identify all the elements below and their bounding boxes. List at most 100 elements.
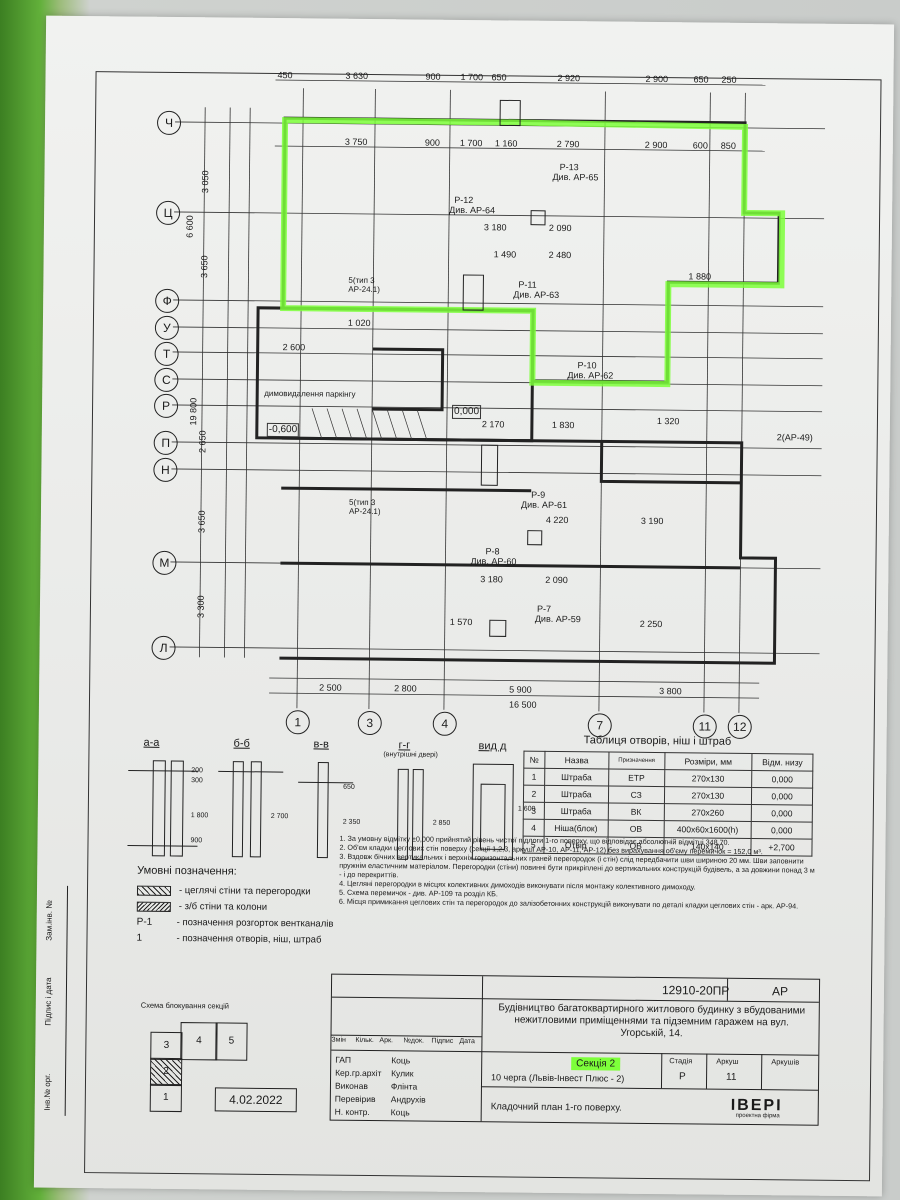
section-a: а-а 200 300 1 800 900 <box>122 736 213 867</box>
axis-bubble-r: Р <box>153 393 179 418</box>
table-cell: Штраба <box>544 768 609 787</box>
dim-left: 3 650 <box>196 510 207 534</box>
legend-row: - цеглячі стіни та перегородки <box>136 885 357 898</box>
section-v-drawing <box>298 761 354 859</box>
table-cell: ВК <box>608 803 665 821</box>
axis-bubble-1: 1 <box>285 710 310 735</box>
callout-p13-ref: Див. АР-65 <box>552 171 599 183</box>
dim: 4 220 <box>545 514 569 526</box>
project-description: Будівництво багатоквартирного житлового … <box>498 1002 806 1040</box>
scheme-box: 3 <box>150 1031 183 1061</box>
axis-bubble-t: Т <box>154 341 179 366</box>
dim-bottom: 5 900 <box>509 684 532 695</box>
sheets-label: Аркушів <box>771 1057 800 1067</box>
dim: 1 800 <box>190 812 209 820</box>
table-cell: 270x260 <box>663 803 752 822</box>
table-cell: Штраба <box>543 802 609 821</box>
dim: 2 350 <box>342 818 361 826</box>
dim: 3 180 <box>480 574 503 585</box>
col-header: Кільк. <box>355 1036 374 1045</box>
legend-row: 1 - позначення отворів, ніш, штраб <box>136 933 356 946</box>
dim-top2: 1 700 <box>459 137 483 149</box>
legend-text: - позначення розгорток вентканалів <box>176 917 334 930</box>
dim: 2 480 <box>548 249 572 261</box>
table-cell: ОВ <box>607 820 664 838</box>
scheme-box: 1 <box>149 1083 182 1113</box>
dim: 650 <box>343 783 355 791</box>
section-b: б-б 2 700 <box>212 737 293 868</box>
section-g: г-г (внутрішні двері) 2 850 <box>372 739 463 870</box>
callout-p8-ref: Див. АР-60 <box>470 556 517 567</box>
level-zero: 0,000 <box>451 404 482 420</box>
dim-top: 2 900 <box>645 73 669 85</box>
callout-p11: Р-11 <box>518 279 537 290</box>
dim: 2 170 <box>481 419 505 430</box>
issue-date: 4.02.2022 <box>214 1087 297 1113</box>
table-cell: СЗ <box>608 786 665 804</box>
brick-wall-symbol <box>136 885 172 896</box>
callout-p12-ref: Див. АР-64 <box>449 204 496 216</box>
dim-left: 19 800 <box>188 397 199 426</box>
section-d-title: вид д <box>478 740 507 753</box>
dim-top: 650 <box>693 74 709 85</box>
dim-left: 3 300 <box>195 595 206 619</box>
axis-bubble-u: У <box>154 315 180 340</box>
callout-p10: Р-10 <box>577 360 597 371</box>
section-number: Секція 2 <box>571 1057 621 1071</box>
role: ГАП <box>335 1054 352 1065</box>
legend-title: Умовні позначення: <box>137 864 237 878</box>
dim-top: 1 700 <box>460 71 484 83</box>
col-header: №док. <box>403 1037 424 1045</box>
dim-top2: 850 <box>720 140 736 151</box>
dim-bottom: 2 500 <box>319 682 342 693</box>
table-cell: ЕТР <box>608 769 665 787</box>
strip-label: Зам.інв. № <box>44 900 54 941</box>
queue: 10 черга (Львів-Інвест Плюс - 2) <box>491 1072 625 1084</box>
callout-p13: Р-13 <box>559 161 579 173</box>
name: Коць <box>391 1055 411 1066</box>
section-b-drawing <box>218 761 284 858</box>
dim-bottom: 3 800 <box>659 686 682 697</box>
table-header: Назва <box>544 751 609 770</box>
callout-p9-ref: Див. АР-61 <box>521 499 568 511</box>
col-header: Дата <box>459 1037 475 1046</box>
openings-table-title: Таблиця отворів, ніш і штраб <box>583 734 732 748</box>
table-cell: 0,000 <box>751 770 813 789</box>
smoke-wall-label: димовидалення паркінгу <box>264 388 356 399</box>
axis-bubble-p: П <box>153 430 178 455</box>
col-header: Арк. <box>379 1037 394 1045</box>
section-b-title: б-б <box>233 737 250 750</box>
callout-p12: Р-12 <box>454 194 474 206</box>
dim-top2: 3 750 <box>344 136 368 147</box>
dim-top2: 2 790 <box>556 138 580 150</box>
name: Кулик <box>391 1068 414 1079</box>
table-cell: 3 <box>523 802 545 820</box>
name: Андрухів <box>390 1094 426 1105</box>
role: Н. контр. <box>334 1106 370 1118</box>
strip-label: Підпис і дата <box>43 977 54 1026</box>
legend-row: Р-1 - позначення розгорток вентканалів <box>137 917 357 930</box>
section-v: в-в 650 2 350 <box>292 738 373 869</box>
axis-bubble-ts: Ц <box>155 200 181 226</box>
dim: 1 320 <box>656 416 680 427</box>
dim-left: 2 650 <box>197 430 208 454</box>
table-cell: 1 <box>523 768 545 786</box>
axis-bubble-l: Л <box>151 635 176 660</box>
role: Перевірив <box>334 1093 376 1105</box>
section-d-drawing <box>471 763 514 861</box>
vent-label-2: 5(тип 3 <box>349 497 376 508</box>
left-margin-strip: Інв.№ орг. Підпис і дата Зам.інв. № <box>34 885 69 1116</box>
floor-plan <box>169 79 826 713</box>
level-minus: -0,600 <box>266 422 300 438</box>
dim-bottom: 2 800 <box>394 683 417 694</box>
dim: 2 090 <box>545 574 568 586</box>
drawing-sheet: Ч Ц Ф У Т С Р П Н М Л 1 3 4 7 11 12 450 … <box>33 15 895 1197</box>
axis-bubble-f: Ф <box>155 288 180 314</box>
table-cell: Ніша(блок) <box>543 819 609 838</box>
vent-label-1: 5(тип 3 <box>348 275 375 286</box>
name: Коць <box>390 1107 410 1118</box>
table-header: Відм. низу <box>751 753 813 772</box>
dim-top: 450 <box>277 70 293 81</box>
dim-top: 3 630 <box>345 70 369 81</box>
vent-ref-1: АР-24.1) <box>348 284 380 295</box>
